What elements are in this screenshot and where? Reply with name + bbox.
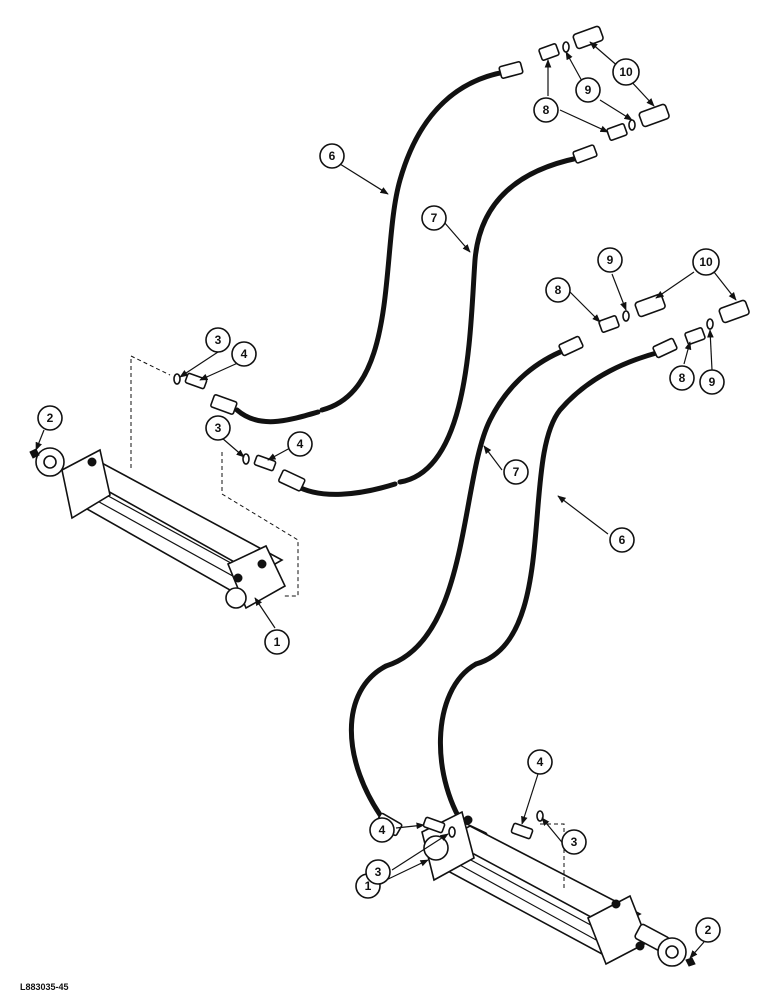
callout-1-upper: 1 [264, 629, 290, 655]
hose-6-lower [437, 349, 663, 835]
svg-text:8: 8 [679, 371, 686, 385]
figure-code: L883035-45 [20, 982, 69, 992]
coupler-set-lower [598, 293, 750, 345]
callout-8-lower: 8 [669, 365, 695, 391]
callout-4-c: 4 [369, 817, 395, 843]
callout-4-a: 4 [231, 341, 257, 367]
callout-10-lower: 10 [692, 248, 720, 276]
callout-9-lower: 9 [699, 369, 725, 395]
leader-lines [35, 41, 737, 959]
callout-3-c: 3 [365, 859, 391, 885]
svg-text:2: 2 [47, 411, 54, 425]
callout-6-lower: 6 [609, 527, 635, 553]
svg-text:2: 2 [705, 923, 712, 937]
callout-8-mid: 8 [545, 277, 571, 303]
svg-text:3: 3 [215, 421, 222, 435]
callout-3-a: 3 [205, 327, 231, 353]
dashed-leaders-upper [130, 355, 299, 597]
oring-adapter-upper [173, 372, 277, 472]
callout-6-upper: 6 [319, 143, 345, 169]
svg-text:10: 10 [699, 255, 713, 269]
callout-3-d: 3 [561, 829, 587, 855]
coupler-set-upper [538, 25, 670, 141]
svg-text:3: 3 [215, 333, 222, 347]
hose-7-upper [292, 155, 581, 497]
callout-10-upper: 10 [612, 58, 640, 86]
hose-7-lower [349, 347, 568, 825]
svg-text:9: 9 [585, 83, 592, 97]
svg-text:6: 6 [619, 533, 626, 547]
svg-text:9: 9 [709, 375, 716, 389]
callout-2-lower: 2 [695, 917, 721, 943]
callout-4-d: 4 [527, 749, 553, 775]
svg-text:1: 1 [365, 879, 372, 893]
svg-text:6: 6 [329, 149, 336, 163]
callout-7-lower: 7 [503, 459, 529, 485]
callout-9-upper: 9 [575, 77, 601, 103]
svg-text:3: 3 [571, 835, 578, 849]
svg-text:8: 8 [543, 103, 550, 117]
svg-text:4: 4 [241, 347, 248, 361]
svg-text:4: 4 [537, 755, 544, 769]
cylinder-upper-left [29, 447, 287, 610]
callout-9-mid: 9 [597, 247, 623, 273]
svg-text:1: 1 [274, 635, 281, 649]
svg-text:7: 7 [431, 211, 438, 225]
callout-4-b: 4 [287, 431, 313, 457]
callout-2-upper: 2 [37, 405, 63, 431]
svg-text:9: 9 [607, 253, 614, 267]
callout-7-upper: 7 [421, 205, 447, 231]
svg-text:3: 3 [375, 865, 382, 879]
svg-text:10: 10 [619, 65, 633, 79]
svg-text:4: 4 [379, 823, 386, 837]
svg-text:8: 8 [555, 283, 562, 297]
svg-text:4: 4 [297, 437, 304, 451]
cylinder-lower-right [421, 810, 696, 967]
oring-adapter-lower [422, 810, 544, 840]
svg-text:7: 7 [513, 465, 520, 479]
callout-3-b: 3 [205, 415, 231, 441]
callout-8-upper: 8 [533, 97, 559, 123]
hose-6-upper [234, 69, 508, 425]
